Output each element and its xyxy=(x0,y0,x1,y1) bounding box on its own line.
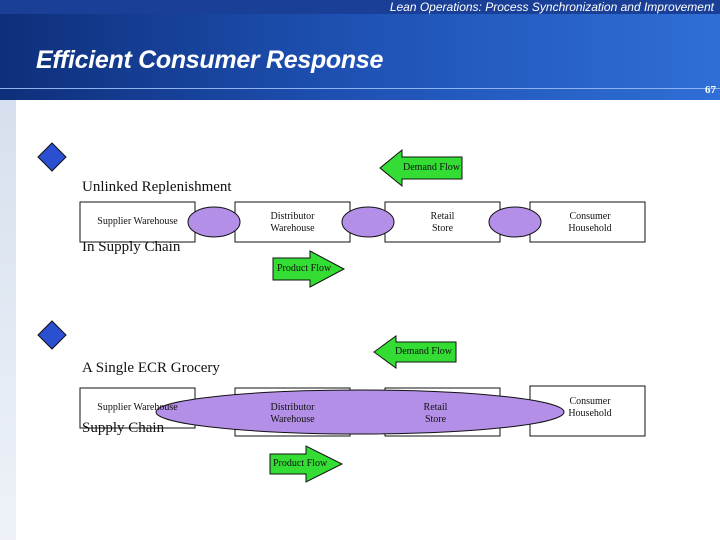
header-top-band xyxy=(0,0,720,14)
demand-flow-label: Demand Flow xyxy=(403,162,460,173)
link-ellipse xyxy=(187,206,241,238)
node-label-distributor-warehouse: Distributor Warehouse xyxy=(270,402,315,425)
node-label-consumer-household: Consumer Household xyxy=(568,396,612,419)
link-ellipse xyxy=(341,206,395,238)
section1-heading: Unlinked Replenishment In Supply Chain xyxy=(82,137,232,277)
node-box-supplier-warehouse xyxy=(79,201,196,243)
bullet-diamond-icon xyxy=(37,142,67,172)
header-rule xyxy=(0,88,720,89)
node-label-supplier-warehouse: Supplier Warehouse xyxy=(97,216,178,227)
section1-heading-line2: In Supply Chain xyxy=(82,239,181,255)
page-number: 67 xyxy=(705,84,716,96)
node-label-distributor-warehouse: Distributor Warehouse xyxy=(270,211,315,234)
slide-header: Lean Operations: Process Synchronization… xyxy=(0,0,720,100)
node-label-retail-store: Retail Store xyxy=(423,402,448,425)
link-ellipse xyxy=(488,206,542,238)
slide-title: Efficient Consumer Response xyxy=(36,46,384,74)
demand-flow-arrow xyxy=(373,335,457,369)
section2-heading-line2: Supply Chain xyxy=(82,420,165,436)
demand-flow-arrow xyxy=(379,148,463,188)
demand-flow-label: Demand Flow xyxy=(395,346,452,357)
integrated-link-ellipse xyxy=(155,389,565,435)
node-label-supplier-warehouse: Supplier Warehouse xyxy=(97,402,178,413)
product-flow-arrow xyxy=(272,250,346,288)
product-flow-label: Product Flow xyxy=(273,458,328,469)
bullet-diamond-icon xyxy=(37,320,67,350)
product-flow-label: Product Flow xyxy=(277,263,332,274)
node-label-retail-store: Retail Store xyxy=(430,211,455,234)
node-label-consumer-household: Consumer Household xyxy=(568,211,612,234)
course-title: Lean Operations: Process Synchronization… xyxy=(389,0,714,14)
section2-heading-line1: A Single ECR Grocery xyxy=(82,360,220,376)
section2-heading: A Single ECR Grocery Supply Chain xyxy=(82,318,220,458)
product-flow-arrow xyxy=(269,445,344,483)
section1-heading-line1: Unlinked Replenishment xyxy=(82,179,232,195)
left-decor-bar xyxy=(0,100,16,540)
